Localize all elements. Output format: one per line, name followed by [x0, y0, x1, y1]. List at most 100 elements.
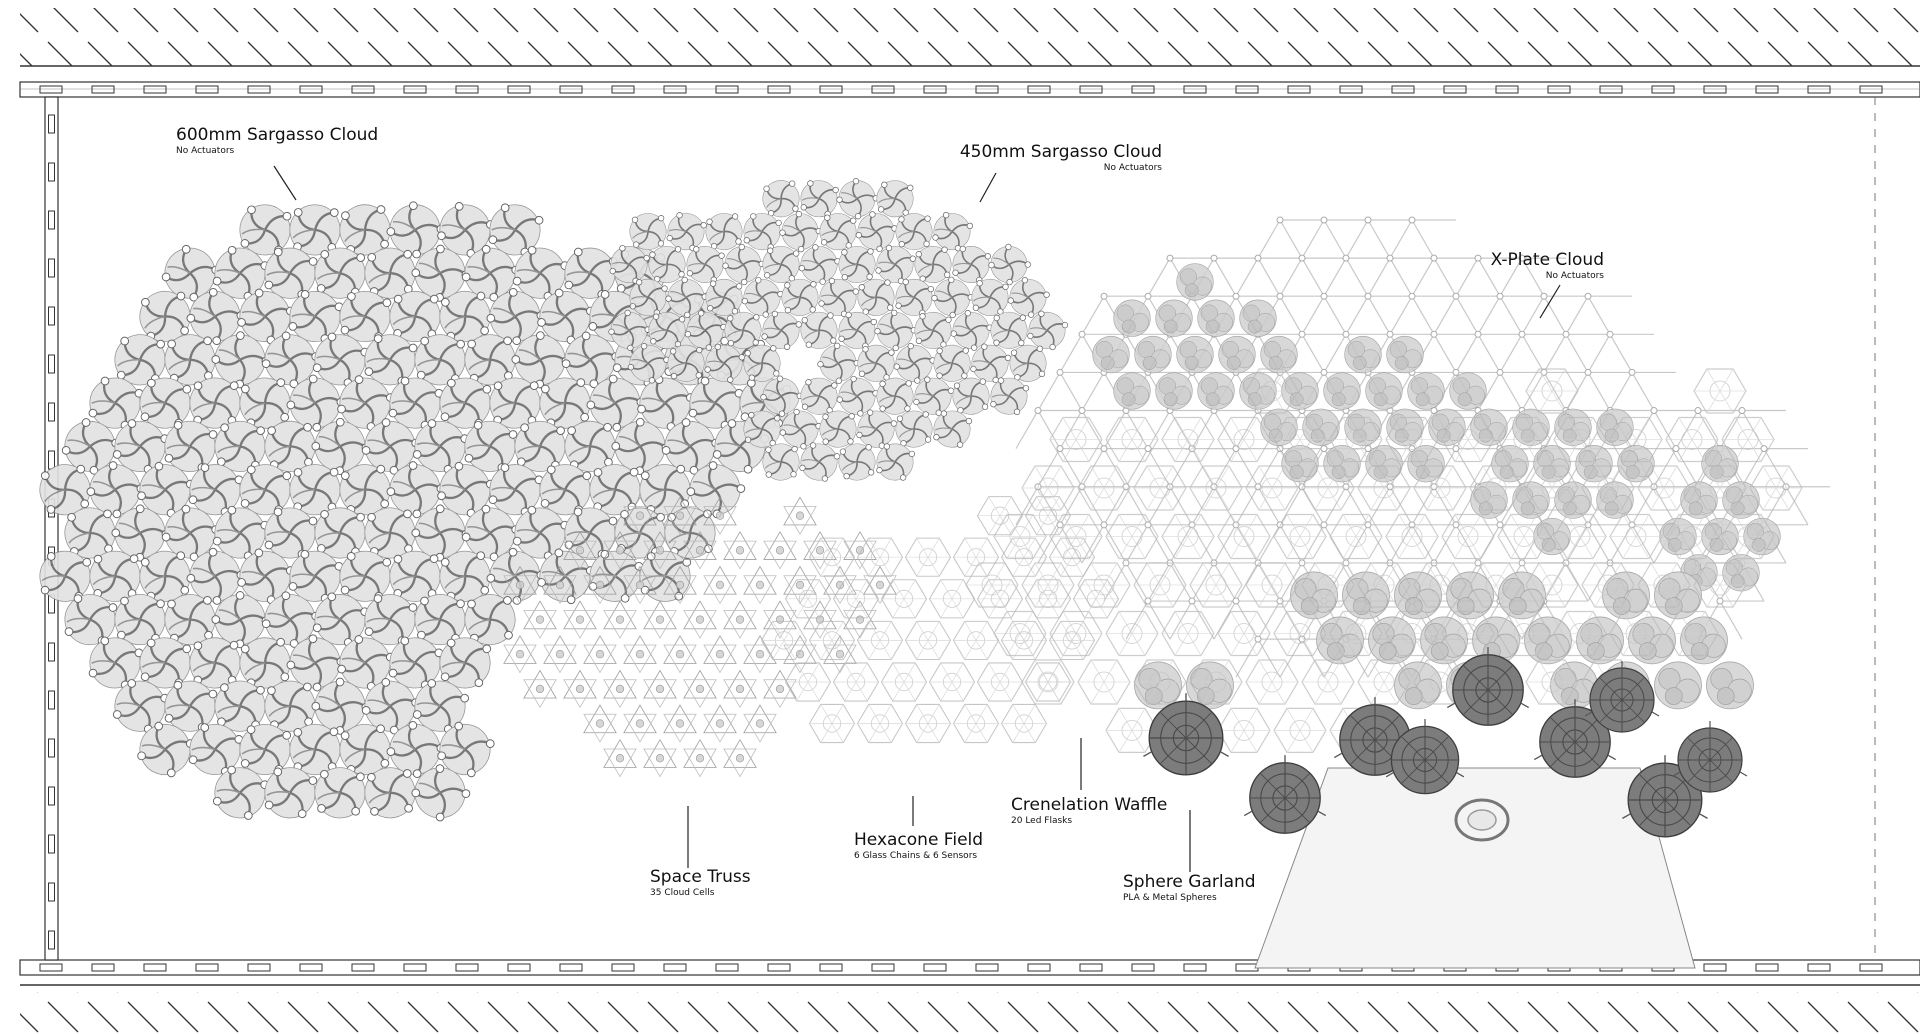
- rail-slot: [48, 258, 55, 278]
- fern-cluster: [1092, 335, 1130, 374]
- light-cone: [1254, 767, 1696, 969]
- xplate-node: [1606, 330, 1614, 338]
- rail-slot: [299, 85, 323, 94]
- hexacone-cell: [808, 620, 856, 660]
- sargasso-pinwheel-small: [837, 311, 878, 350]
- fern-cluster: [1365, 372, 1403, 410]
- fern-cluster: [1176, 263, 1214, 301]
- xplate-strut: [1543, 334, 1567, 373]
- rail-slot: [923, 85, 947, 94]
- xplate-node: [1452, 445, 1460, 453]
- hexacone-cell: [856, 620, 904, 660]
- rail-slot: [1131, 85, 1155, 94]
- xplate-strut: [1587, 562, 1611, 602]
- fern-cluster: [1701, 445, 1739, 483]
- xplate-strut: [1081, 448, 1105, 488]
- rail-slot: [39, 963, 63, 972]
- xplate-strut: [1213, 448, 1237, 488]
- fern-cluster: [1470, 408, 1508, 446]
- label-space-truss: Space Truss 35 Cloud Cells: [650, 867, 751, 898]
- xplate-node: [1144, 292, 1152, 300]
- xplate-strut: [1169, 562, 1193, 602]
- truss-cell: [603, 600, 637, 639]
- xplate-node: [1672, 445, 1680, 453]
- xplate-strut: [1147, 486, 1171, 526]
- xplate-strut: [1059, 486, 1083, 526]
- xplate-strut: [1257, 219, 1281, 259]
- xplate-strut: [1213, 486, 1237, 526]
- sargasso-pinwheel: [263, 246, 319, 300]
- sargasso-pinwheel: [363, 333, 419, 387]
- xplate-node: [1364, 292, 1372, 300]
- truss-cell: [523, 669, 557, 708]
- xplate-strut: [1037, 486, 1061, 526]
- xplate-strut: [1433, 295, 1457, 335]
- rail-slot: [48, 834, 55, 854]
- xplate-node: [1386, 483, 1394, 491]
- fern-cluster: [1554, 481, 1592, 519]
- label-sargasso-450: 450mm Sargasso Cloud No Actuators: [930, 142, 1162, 173]
- xplate-strut: [1301, 295, 1325, 335]
- rail-slot: [1183, 963, 1207, 972]
- xplate-strut: [1059, 410, 1083, 449]
- xplate-node: [1474, 330, 1482, 338]
- xplate-node: [1100, 521, 1108, 529]
- xplate-strut: [1191, 486, 1215, 526]
- rail-slot: [1443, 85, 1467, 94]
- xplate-strut: [1433, 334, 1457, 373]
- crenelation-cell: [1441, 513, 1495, 560]
- xplate-strut: [1213, 524, 1237, 564]
- xplate-strut: [1653, 410, 1677, 449]
- crenelation-cell: [1693, 368, 1747, 414]
- xplate-strut: [1213, 600, 1237, 640]
- sargasso-pinwheel-small: [932, 409, 973, 449]
- xplate-strut: [1367, 524, 1391, 564]
- rail-slot: [48, 786, 55, 806]
- sargasso-pinwheel-small: [951, 245, 992, 284]
- xplate-strut: [1499, 372, 1523, 411]
- xplate-node: [1100, 292, 1108, 300]
- xplate-strut: [1081, 486, 1105, 526]
- rail-slot: [48, 306, 55, 326]
- crenelation-cell: [1161, 513, 1215, 560]
- rail-slot: [143, 85, 167, 94]
- truss-cell: [863, 566, 897, 604]
- xplate-strut: [1235, 486, 1259, 526]
- xplate-node: [1276, 292, 1284, 300]
- truss-cell: [623, 635, 657, 674]
- label-subtitle: PLA & Metal Spheres: [1123, 893, 1217, 903]
- sargasso-pinwheel: [263, 506, 319, 560]
- rail-slot: [1651, 85, 1675, 94]
- truss-cell: [583, 704, 617, 743]
- hexacone-cell: [784, 579, 832, 619]
- xplate-strut: [1323, 295, 1347, 335]
- rail-slot: [715, 85, 739, 94]
- xplate-node: [1056, 445, 1064, 453]
- label-subtitle: No Actuators: [1545, 271, 1604, 281]
- xplate-strut: [1785, 486, 1809, 526]
- xplate-strut: [1543, 562, 1567, 602]
- rail-slot: [48, 882, 55, 902]
- xplate-strut: [1037, 410, 1061, 449]
- xplate-strut: [1389, 295, 1413, 335]
- xplate-strut: [1411, 219, 1435, 259]
- label-sargasso-600: 600mm Sargasso Cloud No Actuators: [176, 125, 378, 156]
- xplate-strut: [1477, 334, 1501, 373]
- xplate-node: [1342, 254, 1350, 262]
- xplate-strut: [1301, 638, 1325, 678]
- fern-cluster: [1680, 481, 1718, 519]
- xplate-strut: [1235, 448, 1259, 488]
- crenelation-cell: [1329, 513, 1383, 560]
- crenelation-cell: [1077, 659, 1131, 705]
- xplate-node: [1078, 407, 1086, 415]
- xplate-strut: [1455, 334, 1479, 373]
- leader-sargasso-600: [273, 165, 297, 201]
- fern-cluster: [1113, 372, 1151, 410]
- fern-cluster: [1428, 408, 1466, 446]
- fern-cluster: [1323, 445, 1361, 483]
- xplate-strut: [1169, 600, 1193, 640]
- crenelation-cell: [1301, 659, 1355, 705]
- hexacone-cell: [976, 662, 1024, 702]
- xplate-node: [1364, 445, 1372, 453]
